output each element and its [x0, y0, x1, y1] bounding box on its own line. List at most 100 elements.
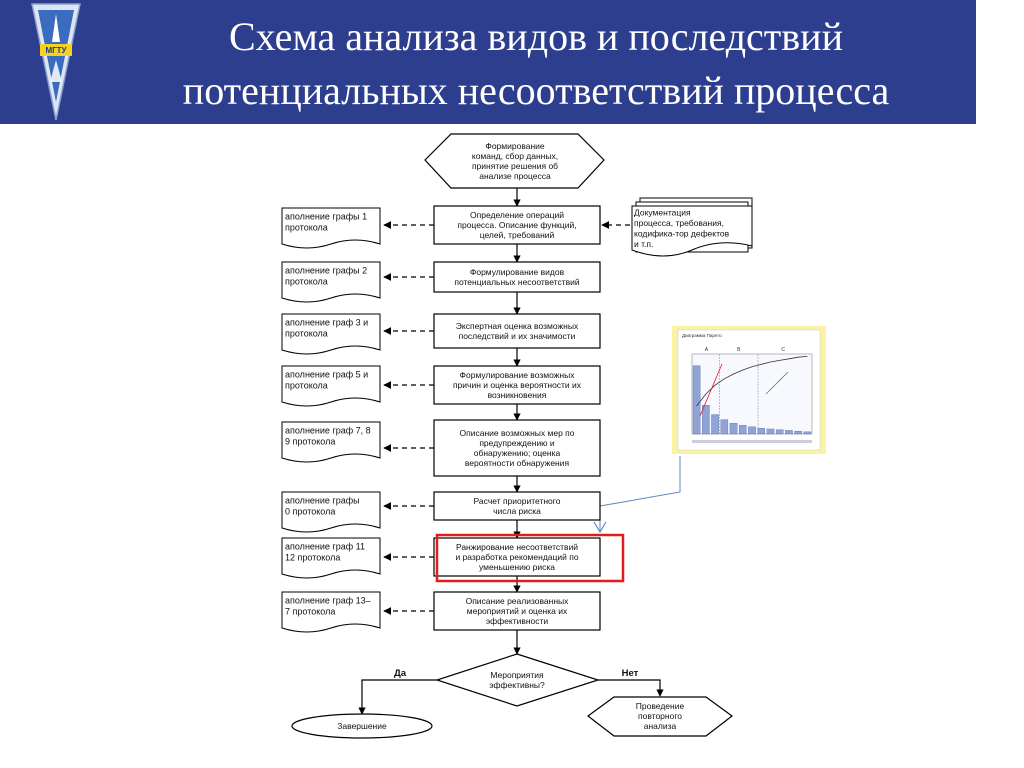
pareto-zone-C: C [781, 347, 785, 353]
title-line-2: потенциальных несоответствий процесса [182, 68, 890, 113]
process-step-7-text-line-2: и разработка рекомендаций по [455, 552, 578, 562]
protocol-note-6 [281, 491, 381, 533]
highlight-frame [435, 533, 625, 583]
end-no-hexagon [586, 696, 734, 737]
yes-label: Да [394, 668, 407, 679]
pareto-title: Диаграмма Парето [682, 333, 722, 338]
process-step-3 [433, 313, 601, 349]
process-step-1-text-line-3: целей, требований [480, 230, 555, 240]
process-step-7-text-line-3: уменьшению риска [479, 562, 555, 572]
pareto-bar-1 [692, 365, 701, 435]
protocol-note-7-text-line-1: аполнение граф 11 [285, 542, 365, 552]
protocol-note-4-text-line-1: аполнение граф 5 и [285, 370, 368, 380]
documentation-text-line-3: кодифика-тор дефектов [634, 228, 730, 238]
documentation-text-line-2: процесса, требования, [634, 218, 724, 228]
protocol-note-8-text-line-2: 7 протокола [285, 607, 335, 617]
end-yes-text: Завершение [337, 721, 387, 731]
process-step-5-text-line-2: предупреждению и [479, 438, 555, 448]
process-step-8-text-line-2: мероприятий и оценка их [467, 606, 568, 616]
protocol-note-5-text-line-2: 9 протокола [285, 437, 335, 447]
protocol-note-5-text-line-1: аполнение граф 7, 8 [285, 426, 371, 436]
end-no-text-line-3: анализа [644, 721, 677, 731]
svg-text:МГТУ: МГТУ [45, 46, 67, 55]
pareto-arrow-head [593, 521, 607, 534]
protocol-note-3 [281, 313, 381, 355]
pareto-connector [599, 456, 681, 507]
protocol-note-6-text-line-1: аполнение графы [285, 496, 360, 506]
pareto-caption-bar [692, 440, 812, 443]
flow-shapes [281, 133, 753, 739]
protocol-note-8 [281, 591, 381, 633]
pareto-bar-9 [766, 428, 775, 435]
pareto-zone-A: A [705, 347, 709, 353]
pareto-chart-thumbnail: Диаграмма Парето A B C [672, 326, 826, 454]
documentation-doc [631, 205, 753, 257]
pareto-bar-2 [702, 405, 710, 435]
pareto-annotation-c [765, 371, 789, 395]
protocol-note-6-text-line-2: 0 протокола [285, 507, 335, 517]
process-step-5-text-line-4: вероятности обнаружения [465, 458, 570, 468]
start-text-line-3: принятие решения об [472, 161, 558, 171]
protocol-note-2 [281, 261, 381, 303]
pareto-bar-6 [739, 425, 747, 435]
pareto-zone-B: B [737, 347, 741, 353]
process-step-3-text-line-2: последствий и их значимости [459, 331, 576, 341]
title-bar: МГТУ Схема анализа видов и последствий п… [0, 0, 976, 124]
start-text-line-2: команд, сбор данных, [472, 151, 558, 161]
process-step-2-text-line-1: Формулирование видов [470, 267, 565, 277]
no-branch-line [598, 679, 664, 697]
process-step-8-text-line-3: эффективности [486, 616, 549, 626]
yes-branch-line [358, 679, 437, 715]
process-step-3-text-line-1: Экспертная оценка возможных [456, 321, 579, 331]
process-step-6-text-line-1: Расчет приоритетного [474, 496, 561, 506]
pareto-plot-area [691, 353, 813, 435]
process-step-6-text-line-2: числа риска [493, 506, 541, 516]
process-step-5-text-line-3: обнаружению; оценка [474, 448, 561, 458]
no-label: Нет [622, 668, 639, 679]
process-step-5-text-line-1: Описание возможных мер по [460, 428, 575, 438]
start-text-line-1: Формирование [485, 141, 545, 151]
process-step-8-text-line-1: Описание реализованных [466, 596, 570, 606]
documentation-text-line-4: и т.п. [634, 239, 653, 249]
process-step-1-text-line-2: процесса. Описание функций, [457, 220, 576, 230]
protocol-note-5 [281, 421, 381, 463]
protocol-note-3-text-line-2: протокола [285, 329, 328, 339]
process-step-1-text-line-1: Определение операций [470, 210, 564, 220]
protocol-note-1-text-line-1: аполнение графы 1 [285, 212, 367, 222]
pareto-bar-10 [775, 429, 784, 435]
title-line-1: Схема анализа видов и последствий [229, 14, 843, 59]
start-text-line-4: анализе процесса [479, 171, 551, 181]
protocol-note-7 [281, 537, 381, 579]
pareto-bar-3 [711, 414, 719, 435]
decision-diamond [435, 653, 600, 707]
pareto-bar-8 [757, 428, 765, 435]
documentation-text-line-1: Документация [634, 207, 691, 217]
protocol-note-8-text-line-1: аполнение граф 13– [285, 596, 371, 606]
process-step-4-text-line-3: возникновения [488, 390, 547, 400]
process-step-1 [433, 205, 601, 245]
protocol-note-4-text-line-2: протокола [285, 381, 328, 391]
process-step-6 [433, 491, 601, 521]
decision-text-line-1: Мероприятия [490, 670, 544, 680]
pareto-bar-12 [794, 430, 802, 435]
process-step-4 [433, 365, 601, 405]
start-hexagon [424, 133, 605, 189]
pareto-bar-13 [803, 431, 812, 435]
pareto-bar-4 [720, 419, 729, 435]
page-title: Схема анализа видов и последствий потенц… [96, 10, 976, 120]
protocol-note-2-text-line-1: аполнение графы 2 [285, 266, 367, 276]
decision-text-line-2: эффективны? [489, 680, 545, 690]
process-step-2-text-line-2: потенциальных несоответствий [454, 277, 580, 287]
mgtu-logo: МГТУ [31, 3, 81, 121]
pareto-cumulative-line [696, 356, 808, 407]
process-step-2 [433, 261, 601, 293]
protocol-note-1 [281, 207, 381, 249]
pareto-bar-11 [785, 430, 793, 435]
process-step-7 [433, 537, 601, 577]
pareto-annotation-a [699, 363, 723, 417]
protocol-note-1-text-line-2: протокола [285, 223, 328, 233]
end-no-text-line-2: повторного [638, 711, 682, 721]
end-no-text-line-1: Проведение [636, 701, 685, 711]
